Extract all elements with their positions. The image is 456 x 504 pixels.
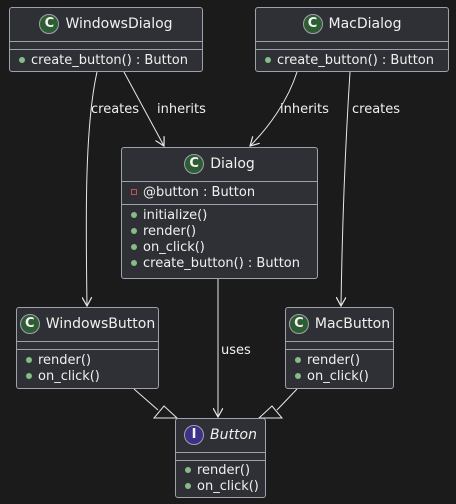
method-row: render() [131,223,313,239]
interface-stereotype-icon: I [184,424,205,445]
field-row: @button : Button [131,184,313,200]
method-signature: render() [307,352,361,368]
method-row: initialize() [131,207,313,223]
method-separator [10,49,202,50]
method-row: on_click() [295,368,389,384]
method-row: render() [185,462,261,478]
edge-mac-button-realizes [276,388,298,411]
class-header: C Dialog [122,148,317,179]
class-name: MacDialog [328,15,402,32]
class-stereotype-icon: C [19,313,40,334]
method-signature: render() [143,223,197,239]
public-method-icon [295,357,301,363]
edge-label-uses: uses [221,343,251,358]
method-separator [176,460,265,461]
realization-triangle-left [152,405,179,419]
edge-mac-dialog-inherits [250,71,298,146]
edge-mac-dialog-creates [341,71,351,306]
public-method-icon [26,373,32,379]
method-row: on_click() [26,368,154,384]
class-header: C MacButton [286,308,393,339]
class-mac-button[interactable]: C MacButton render() on_click() [285,307,394,389]
edge-label-inherits-left: inherits [157,102,206,117]
edge-label-creates-right: creates [352,102,400,117]
method-signature: on_click() [143,239,205,255]
public-method-icon [185,483,191,489]
public-method-icon [19,57,25,63]
field-separator [256,41,448,42]
method-row: on_click() [185,478,261,494]
interface-button[interactable]: I Button render() on_click() [175,418,266,498]
method-separator [256,49,448,50]
method-row: render() [295,352,389,368]
interface-header: I Button [176,419,265,450]
field-signature: @button : Button [143,184,256,200]
class-windows-button[interactable]: C WindowsButton render() on_click() [16,307,159,389]
class-name: Dialog [210,155,255,172]
class-dialog[interactable]: C Dialog @button : Button initialize() r… [121,147,318,279]
field-separator [176,452,265,453]
class-stereotype-icon: C [184,153,205,174]
class-header: C MacDialog [256,8,448,39]
field-separator [17,341,158,342]
edge-windows-dialog-inherits [123,71,164,146]
field-separator [122,181,317,182]
method-separator [17,349,158,350]
method-signature: on_click() [197,478,259,494]
class-stereotype-icon: C [39,13,60,34]
method-signature: initialize() [143,207,208,223]
class-header: C WindowsDialog [10,8,202,39]
class-name: MacButton [314,315,391,332]
field-separator [10,41,202,42]
interface-name: Button [210,426,257,443]
class-name: WindowsButton [45,315,156,332]
method-signature: render() [38,352,92,368]
public-method-icon [131,244,137,250]
edge-windows-dialog-creates [86,71,98,306]
edge-windows-button-realizes [133,388,159,411]
public-method-icon [131,260,137,266]
edge-label-inherits-right: inherits [280,102,329,117]
public-method-icon [265,57,271,63]
class-header: C WindowsButton [17,308,158,339]
class-stereotype-icon: C [288,313,309,334]
method-signature: on_click() [38,368,100,384]
method-row: render() [26,352,154,368]
method-row: on_click() [131,239,313,255]
method-separator [122,204,317,205]
method-row: create_button() : Button [265,52,444,68]
method-signature: render() [197,462,251,478]
method-signature: on_click() [307,368,369,384]
public-method-icon [295,373,301,379]
method-signature: create_button() : Button [143,255,300,271]
class-stereotype-icon: C [302,13,323,34]
method-row: create_button() : Button [19,52,198,68]
field-separator [286,341,393,342]
method-signature: create_button() : Button [31,52,188,68]
public-method-icon [131,228,137,234]
class-windows-dialog[interactable]: C WindowsDialog create_button() : Button [9,7,203,72]
class-mac-dialog[interactable]: C MacDialog create_button() : Button [255,7,449,72]
method-row: create_button() : Button [131,255,313,271]
realization-triangle-right [257,405,284,419]
private-field-icon [131,189,137,195]
class-name: WindowsDialog [65,15,173,32]
method-signature: create_button() : Button [277,52,434,68]
method-separator [286,349,393,350]
public-method-icon [26,357,32,363]
edge-label-creates-left: creates [91,102,139,117]
public-method-icon [131,212,137,218]
public-method-icon [185,467,191,473]
